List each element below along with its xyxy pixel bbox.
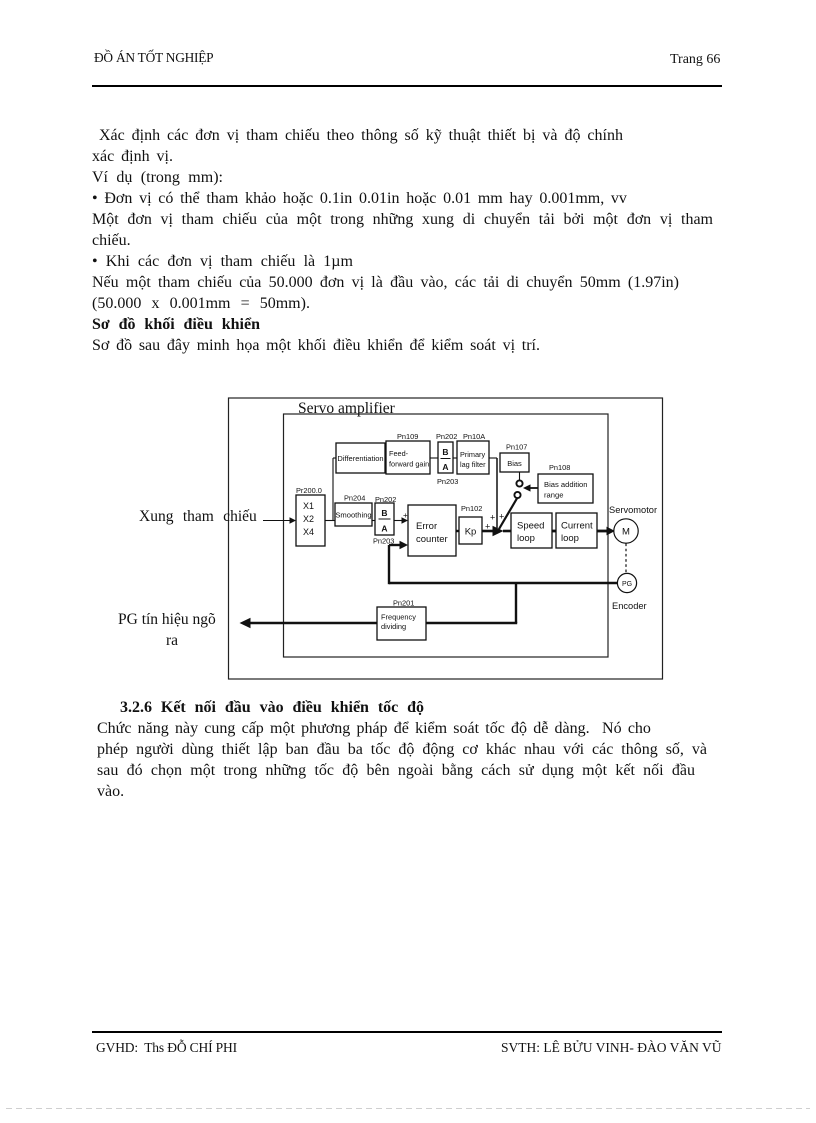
svg-text:Pn108: Pn108 [549,463,570,472]
svg-text:Pn201: Pn201 [393,599,414,608]
svg-text:forward gain: forward gain [389,460,429,469]
svg-text:loop: loop [517,533,535,544]
svg-text:Frequency: Frequency [381,613,416,622]
svg-text:+: + [403,511,408,520]
svg-text:Error: Error [416,521,437,532]
svg-text:+: + [485,522,490,532]
svg-text:X2: X2 [303,514,314,524]
svg-text:counter: counter [416,534,448,545]
svg-text:+: + [499,512,504,522]
svg-text:Pn202: Pn202 [436,432,457,441]
svg-text:Bias: Bias [507,459,522,468]
svg-text:Smoothing: Smoothing [335,511,371,520]
svg-text:Primary: Primary [460,450,485,459]
svg-text:Bias addition: Bias addition [544,480,587,489]
svg-text:Pn203: Pn203 [437,477,458,486]
svg-text:Servomotor: Servomotor [609,505,657,515]
svg-text:Pr200.0: Pr200.0 [296,486,322,495]
svg-text:PG: PG [622,581,632,588]
svg-text:X1: X1 [303,501,314,511]
svg-text:range: range [544,491,563,500]
svg-text:Pn202: Pn202 [375,495,396,504]
svg-text:Pn10A: Pn10A [463,432,485,441]
svg-text:Xung tham chiếu: Xung tham chiếu [139,508,257,525]
svg-text:A: A [442,462,448,472]
svg-text:+: + [490,513,495,523]
svg-text:Pn109: Pn109 [397,432,418,441]
svg-text:Encoder: Encoder [612,601,647,611]
svg-text:Current: Current [561,521,593,532]
svg-text:Kp: Kp [465,527,477,538]
svg-text:Differentiation: Differentiation [337,454,383,463]
svg-text:Servo amplifier: Servo amplifier [298,400,396,417]
svg-text:dividing: dividing [381,622,406,631]
svg-text:loop: loop [561,533,579,544]
svg-text:Speed: Speed [517,521,544,532]
svg-text:Pn102: Pn102 [461,504,482,513]
svg-text:A: A [381,524,387,534]
svg-text:Pn204: Pn204 [344,494,365,503]
svg-text:Feed-: Feed- [389,449,409,458]
svg-text:M: M [622,527,630,538]
svg-text:Pn203: Pn203 [373,537,394,546]
svg-text:lag filter: lag filter [460,460,486,469]
svg-text:X4: X4 [303,527,314,537]
svg-text:B: B [381,508,387,518]
svg-text:ra: ra [166,632,178,649]
svg-text:B: B [442,447,448,457]
svg-text:PG tín hiệu ngõ: PG tín hiệu ngõ [118,611,216,628]
svg-text:Pn107: Pn107 [506,443,527,452]
